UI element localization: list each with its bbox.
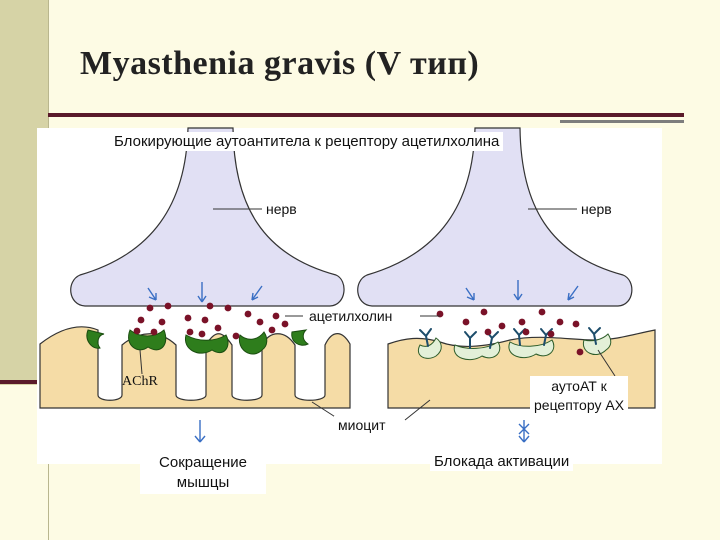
acetylcholine-dot	[224, 304, 232, 312]
acetylcholine-dot	[498, 322, 506, 330]
autoantibody	[588, 327, 601, 345]
label-nerve-left: нерв	[262, 200, 301, 218]
acetylcholine-dot	[133, 327, 141, 335]
label-myocyte: миоцит	[334, 416, 390, 434]
acetylcholine-dot	[198, 330, 206, 338]
acetylcholine-dot	[268, 326, 276, 334]
label-autoantibody-line2: рецептору АХ	[534, 397, 625, 413]
label-nerve-right: нерв	[577, 200, 616, 218]
arrow-down-icon	[465, 287, 475, 301]
acetylcholine-dot	[164, 302, 172, 310]
acetylcholine-molecules-left	[133, 302, 289, 340]
leader-myocyte-right	[404, 399, 431, 421]
label-acetylcholine: ацетилхолин	[305, 307, 397, 325]
arrow-down-icon	[518, 420, 530, 443]
acetylcholine-dot	[232, 332, 240, 340]
acetylcholine-dot	[281, 320, 289, 328]
leader-autoab	[597, 349, 616, 377]
arrow-down-icon	[251, 285, 263, 301]
acetylcholine-dot	[484, 328, 492, 336]
leader-lines	[139, 208, 616, 421]
blocked-receptor	[453, 341, 501, 360]
leader-achr	[139, 349, 143, 375]
slide-title: Myasthenia gravis (V тип)	[80, 45, 480, 82]
arrow-down-icon	[194, 420, 206, 443]
achr-receptors-left	[86, 329, 309, 355]
achr-receptor	[291, 329, 309, 346]
result-left-line2: мышцы	[176, 474, 230, 491]
acetylcholine-dot	[462, 318, 470, 326]
blocked-receptor	[582, 333, 612, 355]
acetylcholine-dot	[572, 320, 580, 328]
acetylcholine-dot	[522, 328, 530, 336]
acetylcholine-dot	[256, 318, 264, 326]
acetylcholine-dot	[214, 324, 222, 332]
nerve-terminal-right	[357, 127, 633, 307]
label-achr: AChR	[122, 374, 158, 389]
autoantibody	[419, 328, 432, 347]
acetylcholine-dot	[244, 310, 252, 318]
diagram-caption: Блокирующие аутоантитела к рецептору аце…	[110, 132, 504, 151]
title-rule-accent	[560, 120, 684, 123]
acetylcholine-dot	[206, 302, 214, 310]
acetylcholine-dot	[137, 316, 145, 324]
acetylcholine-dot	[272, 312, 280, 320]
achr-receptor	[184, 334, 229, 354]
acetylcholine-dot	[547, 330, 555, 338]
achr-receptor	[128, 329, 167, 351]
autoantibody	[464, 331, 477, 349]
nerve-terminal-left	[70, 127, 345, 307]
acetylcholine-dot	[146, 304, 154, 312]
acetylcholine-dot	[576, 348, 584, 356]
acetylcholine-dot	[556, 318, 564, 326]
acetylcholine-dot	[186, 328, 194, 336]
label-autoantibody-line1: аутоАТ к	[551, 378, 607, 394]
arrow-down-icon	[197, 282, 207, 303]
arrow-down-icon	[567, 285, 579, 301]
acetylcholine-dot	[538, 308, 546, 316]
acetylcholine-dot	[201, 316, 209, 324]
result-right: Блокада активации	[430, 452, 574, 471]
acetylcholine-dot	[518, 318, 526, 326]
achr-receptors-right	[418, 333, 612, 360]
acetylcholine-dot	[158, 318, 166, 326]
label-autoantibody: аутоАТ к рецептору АХ	[530, 376, 629, 416]
acetylcholine-dot	[150, 328, 158, 336]
myocyte-left	[39, 326, 351, 409]
arrow-down-icon	[513, 280, 523, 301]
achr-receptor	[238, 331, 268, 355]
acetylcholine-dot	[480, 308, 488, 316]
achr-receptor	[86, 329, 105, 349]
arrow-down-icon	[147, 287, 157, 301]
result-left-line1: Сокращение	[159, 454, 247, 471]
acetylcholine-dot	[184, 314, 192, 322]
blocked-receptor	[508, 339, 555, 358]
left-decor-line	[0, 380, 48, 384]
result-left: Сокращение мышцы	[140, 452, 266, 494]
release-arrows	[147, 280, 579, 443]
title-rule	[48, 113, 684, 117]
